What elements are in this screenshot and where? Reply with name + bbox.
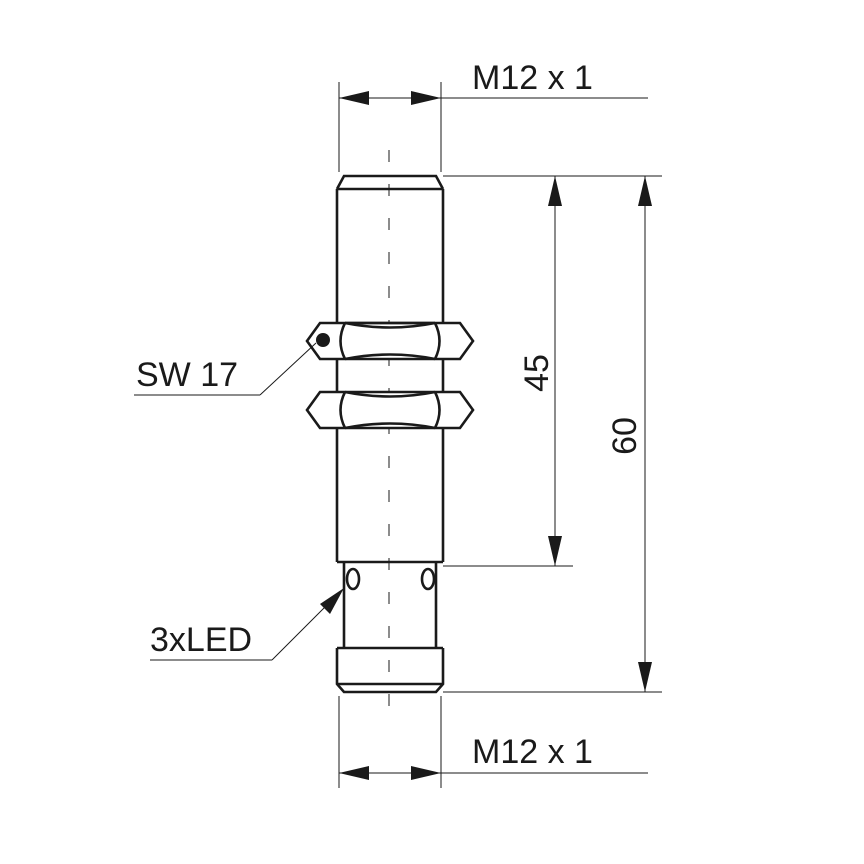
- arrow-head: [548, 176, 562, 206]
- hex-nut-upper: [305, 321, 475, 361]
- length-dimension-45: 45: [443, 175, 573, 567]
- arrow-head: [339, 91, 369, 105]
- length-label-45: 45: [518, 354, 556, 392]
- arrow-head: [411, 766, 441, 780]
- led-window: [345, 567, 361, 591]
- wrench-size-label: SW 17: [136, 356, 238, 394]
- thread-label-bottom: M12 x 1: [472, 733, 593, 771]
- locking-dot: [316, 333, 330, 347]
- length-label-60: 60: [606, 417, 644, 455]
- wrench-size-callout: SW 17: [134, 342, 317, 396]
- led-label: 3xLED: [150, 621, 252, 659]
- arrow-head: [411, 91, 441, 105]
- thread-label-top: M12 x 1: [472, 59, 593, 97]
- thread-dimension-top: M12 x 1: [338, 59, 648, 172]
- hex-nut-lower: [305, 390, 475, 430]
- arrow-head: [548, 536, 562, 566]
- sensor-body: [335, 174, 445, 694]
- arrow-head: [638, 662, 652, 692]
- led-callout: 3xLED: [150, 588, 344, 661]
- thread-dimension-bottom: M12 x 1: [338, 696, 648, 788]
- arrow-head: [320, 588, 344, 614]
- led-window: [420, 567, 436, 591]
- arrow-head: [638, 176, 652, 206]
- length-dimension-60: 60: [443, 175, 662, 693]
- arrow-head: [339, 766, 369, 780]
